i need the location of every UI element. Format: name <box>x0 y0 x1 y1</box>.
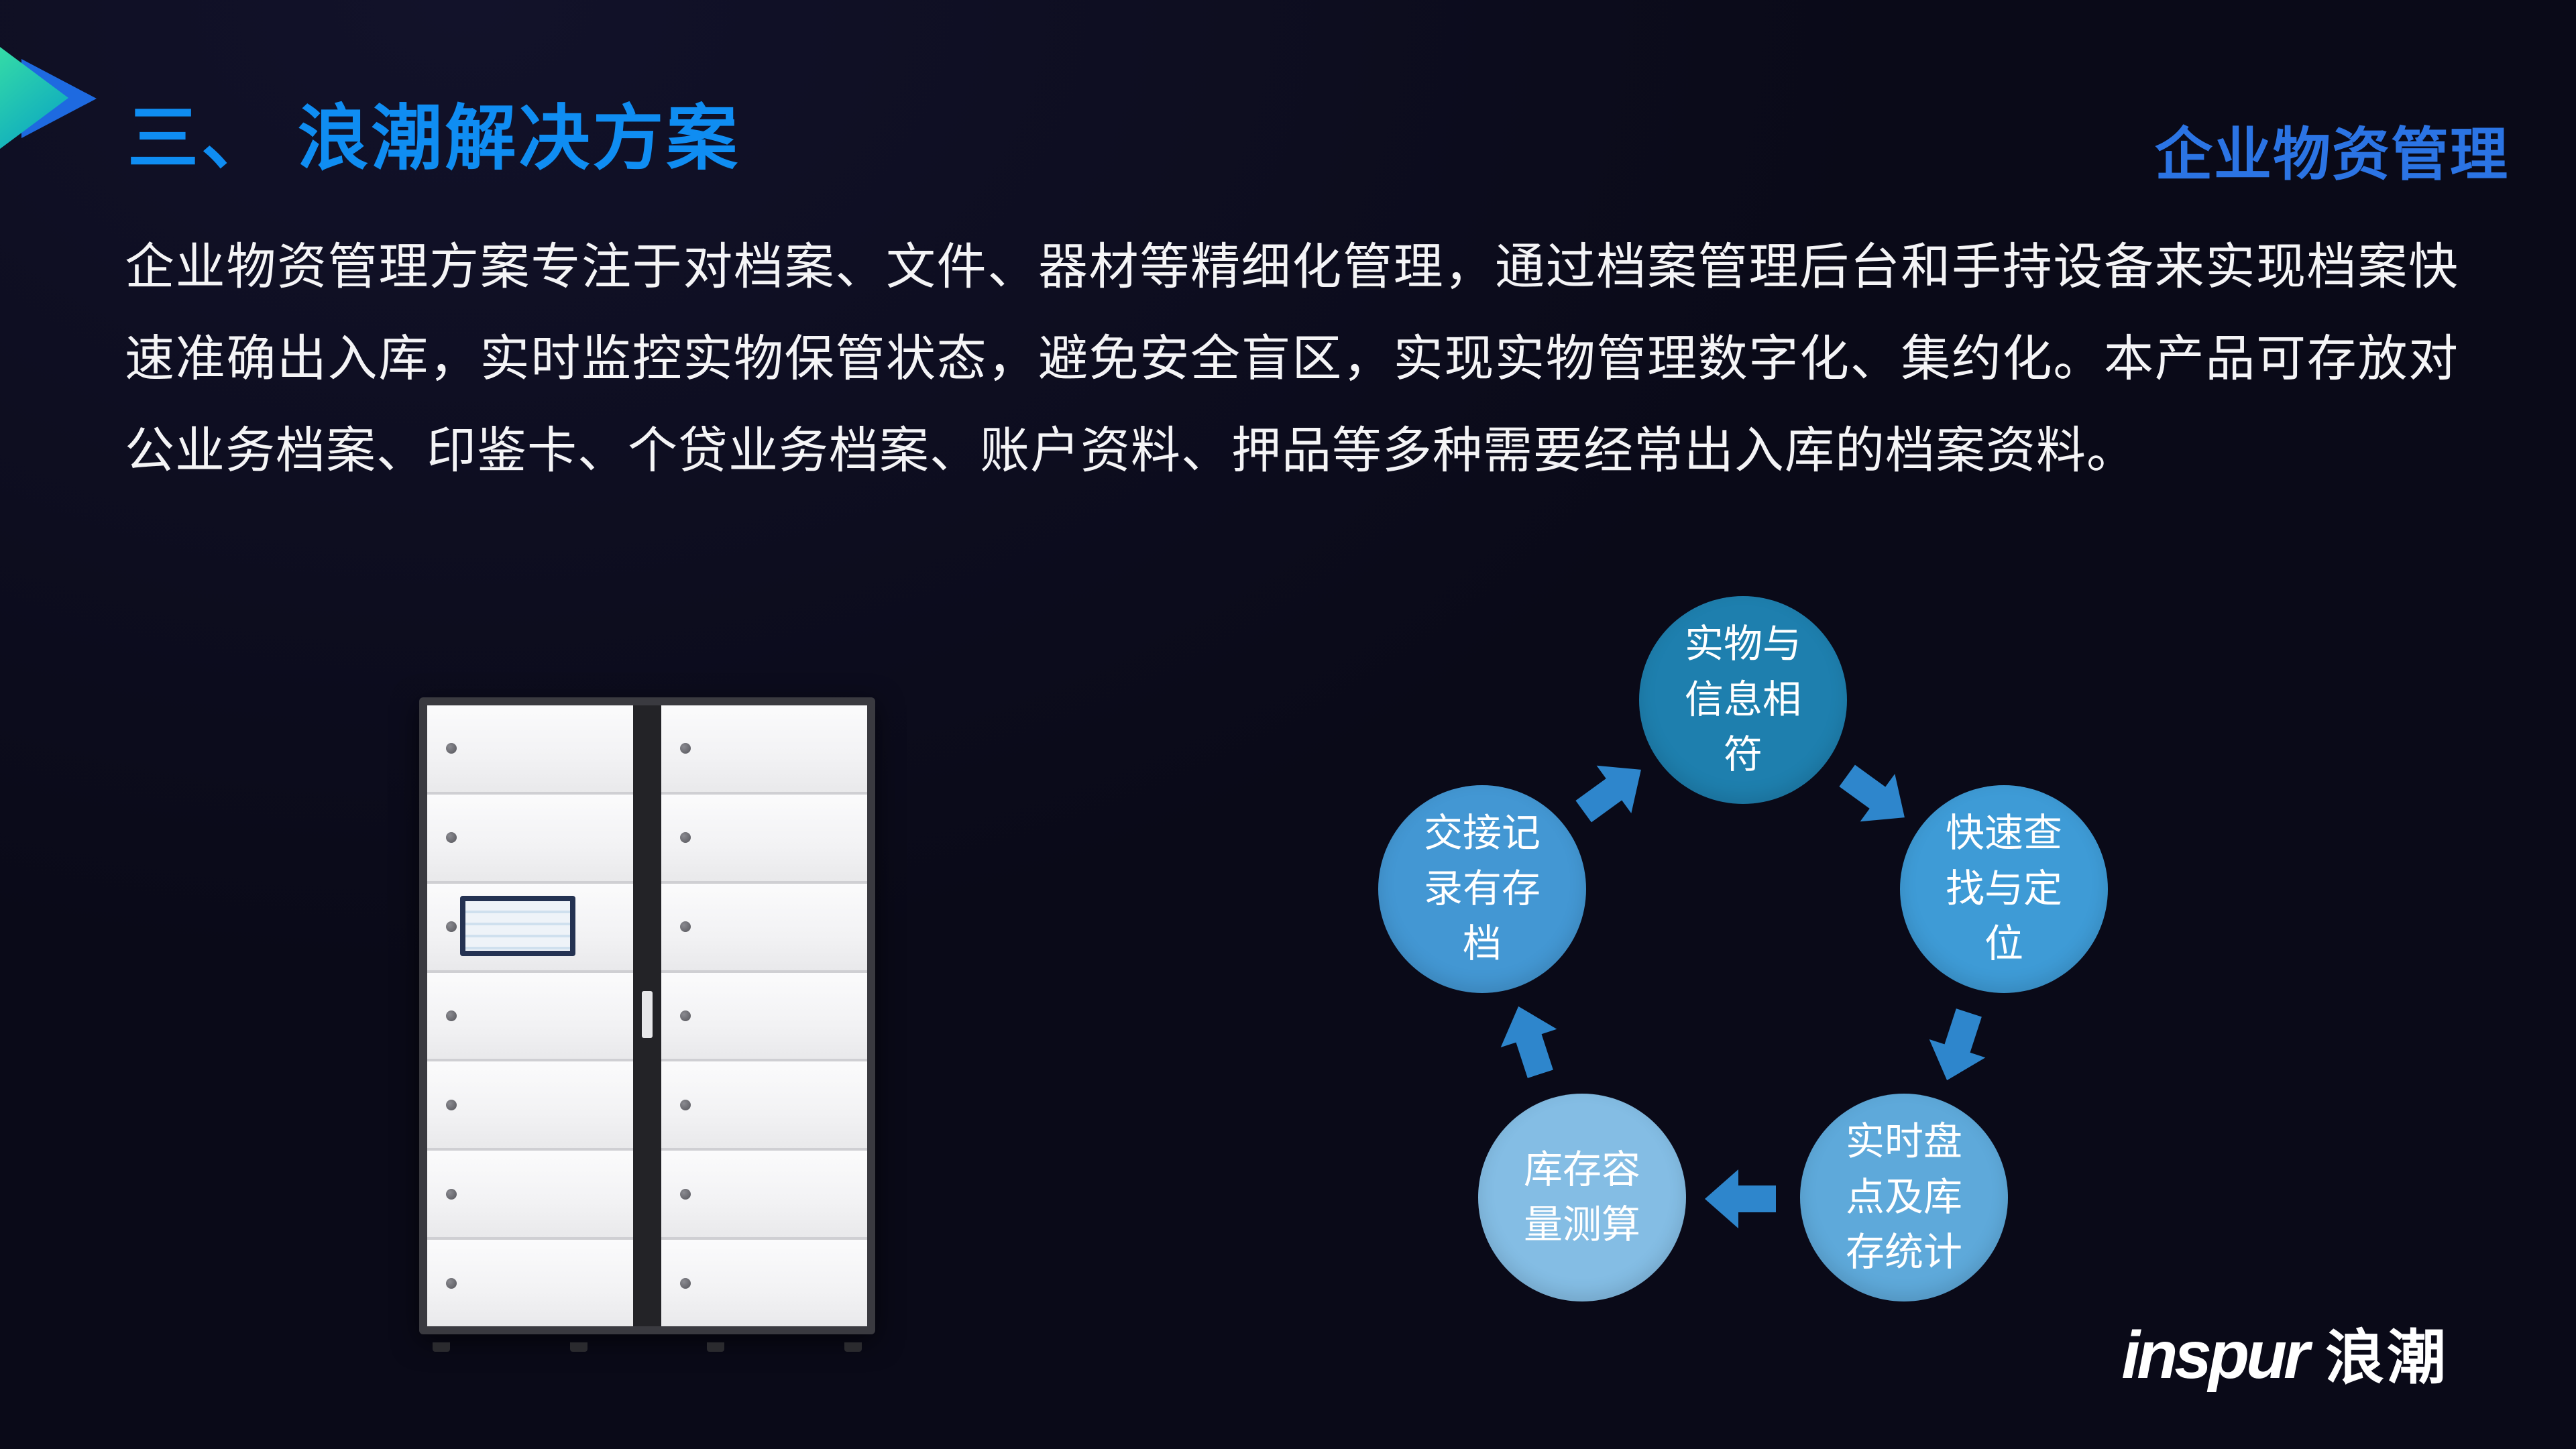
lock-icon <box>680 1099 691 1110</box>
locker-door <box>661 1240 867 1327</box>
locker-door <box>427 1151 633 1240</box>
lock-icon <box>446 1188 457 1200</box>
locker-door <box>427 705 633 795</box>
cycle-arrow-icon <box>1705 1169 1776 1228</box>
lock-icon <box>446 1277 457 1289</box>
lock-icon <box>680 1188 691 1200</box>
page-title: 三、 浪潮解决方案 <box>127 99 740 178</box>
lock-icon <box>446 832 457 844</box>
lock-icon <box>680 1010 691 1021</box>
cycle-node-realtime-inventory: 实时盘点及库存统计 <box>1800 1094 2008 1301</box>
cycle-arrow-icon <box>1575 765 1641 823</box>
lock-icon <box>446 1099 457 1110</box>
locker-left-column <box>427 705 633 1327</box>
lock-icon <box>446 743 457 754</box>
locker-door <box>661 972 867 1062</box>
inspur-logo-cn-text: 浪潮 <box>2325 1324 2449 1391</box>
locker-door <box>661 1151 867 1240</box>
cycle-arrow-icon <box>1500 1006 1557 1078</box>
cycle-node-capacity-calc: 库存容量测算 <box>1478 1094 1686 1301</box>
locker-divider <box>633 705 661 1326</box>
locker-door <box>661 883 867 973</box>
arrow-shape-teal-icon <box>0 47 68 149</box>
locker-door <box>427 1240 633 1327</box>
locker-foot <box>844 1342 862 1352</box>
lock-icon <box>680 832 691 844</box>
lock-icon <box>680 921 691 933</box>
locker-door <box>427 1061 633 1151</box>
locker-door <box>661 1061 867 1151</box>
lock-icon <box>446 1010 457 1021</box>
locker-feet <box>433 1342 862 1352</box>
locker-body <box>427 705 867 1327</box>
locker-screen <box>460 895 576 956</box>
cycle-node-handover-records: 交接记录有存档 <box>1378 785 1586 993</box>
corner-arrow-decoration <box>0 40 114 161</box>
inspur-logo: inspur 浪潮 <box>2121 1310 2449 1395</box>
cycle-node-physical-info-match: 实物与信息相符 <box>1639 596 1847 804</box>
lock-icon <box>680 743 691 754</box>
locker-door <box>661 705 867 795</box>
locker-door <box>427 972 633 1062</box>
cycle-node-quick-locate: 快速查找与定位 <box>1900 785 2108 993</box>
intro-paragraph: 企业物资管理方案专注于对档案、文件、器材等精细化管理，通过档案管理后台和手持设备… <box>125 239 2459 478</box>
locker-door <box>661 794 867 884</box>
cycle-arrow-icon <box>1839 764 1905 822</box>
locker-foot <box>569 1342 587 1352</box>
inspur-logo-en-text: inspur <box>2121 1318 2310 1393</box>
lock-icon <box>446 921 457 933</box>
corner-tag: 企业物资管理 <box>2155 123 2509 187</box>
locker-image <box>419 697 875 1352</box>
locker-foot <box>707 1342 725 1352</box>
locker-door <box>427 883 633 973</box>
lock-icon <box>680 1277 691 1289</box>
locker-foot <box>433 1342 450 1352</box>
cycle-diagram: 实物与信息相符 快速查找与定位 实时盘点及库存统计 库存容量测算 交接记录有存档 <box>1378 593 2116 1304</box>
locker-right-column <box>661 705 867 1327</box>
cycle-arrow-icon <box>1929 1008 1986 1081</box>
locker-door <box>427 794 633 884</box>
locker-handle <box>642 990 653 1038</box>
